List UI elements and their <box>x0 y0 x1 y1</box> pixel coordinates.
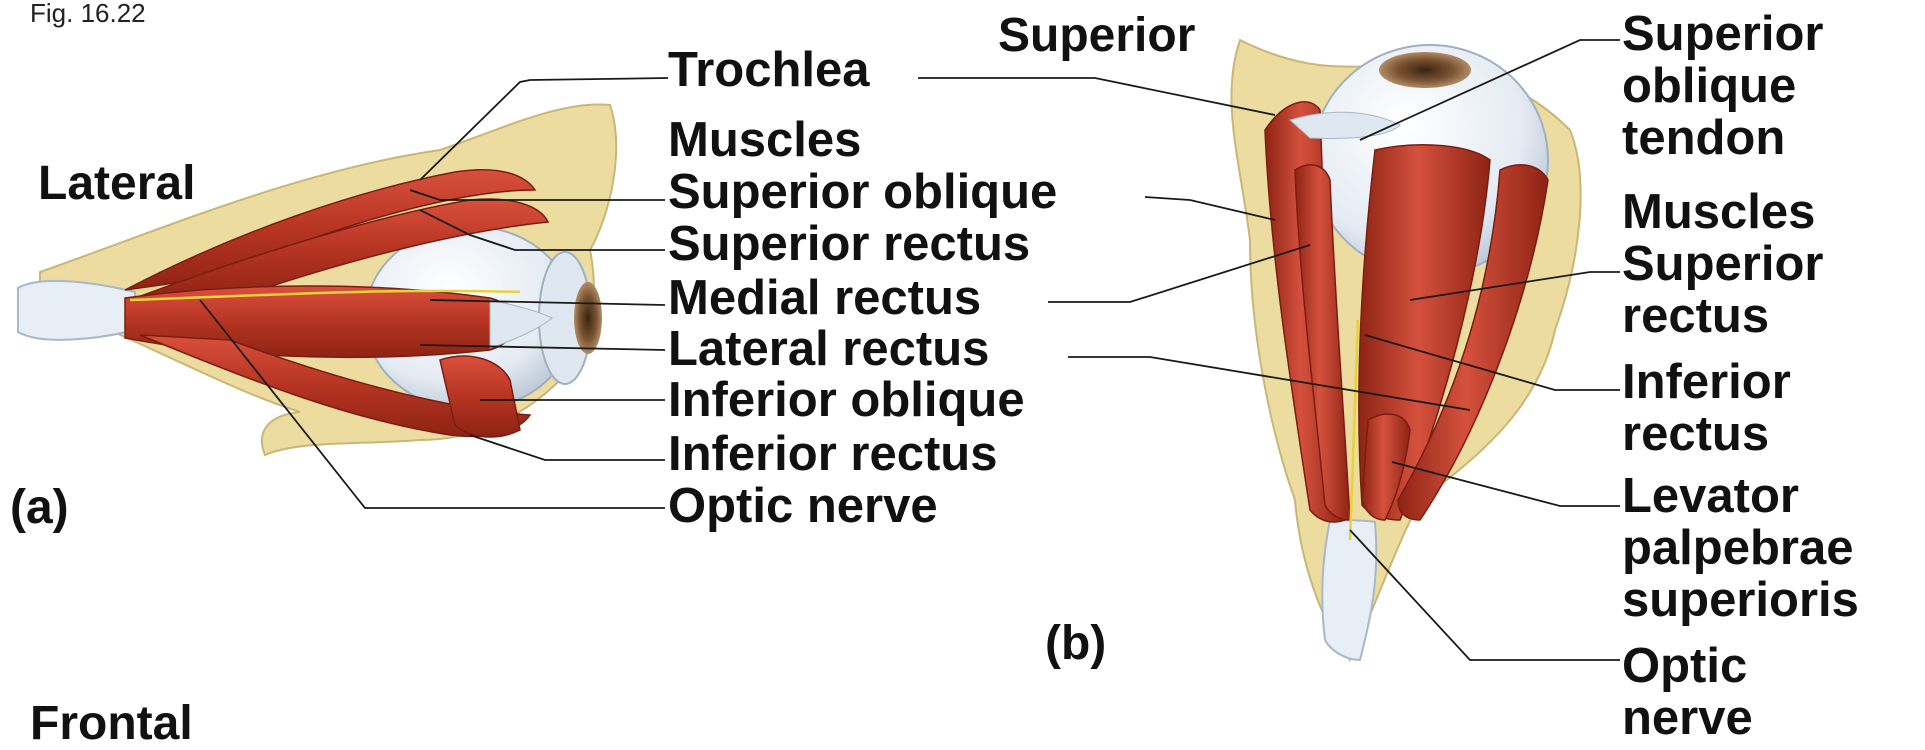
label-levator-palpebrae-superioris: Levator palpebrae superioris <box>1622 470 1859 626</box>
label-superior-rectus: Superior rectus <box>668 220 1030 269</box>
label-superior-rectus-b: Superior rectus <box>1622 238 1823 342</box>
superior-view-illustration <box>1231 40 1580 660</box>
label-lateral-rectus: Lateral rectus <box>668 325 989 374</box>
label-superior-oblique: Superior oblique <box>668 168 1057 217</box>
leader-trochlea-b <box>918 78 1275 115</box>
figure-number: Fig. 16.22 <box>30 0 146 26</box>
label-superior-oblique-tendon: Superior oblique tendon <box>1622 8 1823 164</box>
superior-optic-nerve-shape <box>1322 520 1376 660</box>
view-label-frontal: Frontal <box>30 700 193 748</box>
label-muscles-heading-a: Muscles <box>668 116 861 165</box>
label-optic-nerve-a: Optic nerve <box>668 482 938 531</box>
label-medial-rectus: Medial rectus <box>668 274 981 323</box>
label-muscles-heading-b: Muscles <box>1622 188 1815 237</box>
view-label-superior: Superior <box>998 12 1195 60</box>
label-optic-nerve-b: Optic nerve <box>1622 640 1753 744</box>
optic-nerve-shape <box>18 281 135 340</box>
label-inferior-rectus: Inferior rectus <box>668 430 997 479</box>
iris-shape <box>574 282 602 354</box>
leader-inferior-rectus <box>470 435 665 460</box>
label-inferior-rectus-b: Inferior rectus <box>1622 356 1791 460</box>
view-label-lateral: Lateral <box>38 160 195 208</box>
superior-iris-shape <box>1379 52 1471 88</box>
panel-letter-b: (b) <box>1045 620 1106 668</box>
label-inferior-oblique: Inferior oblique <box>668 376 1025 425</box>
label-trochlea: Trochlea <box>668 46 870 95</box>
panel-letter-a: (a) <box>10 484 69 532</box>
